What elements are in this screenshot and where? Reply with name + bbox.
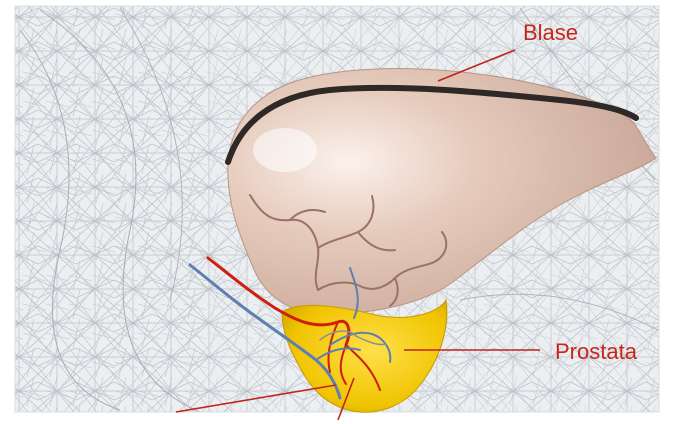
prostate-label: Prostata — [555, 339, 638, 364]
bladder-label: Blase — [523, 20, 578, 45]
